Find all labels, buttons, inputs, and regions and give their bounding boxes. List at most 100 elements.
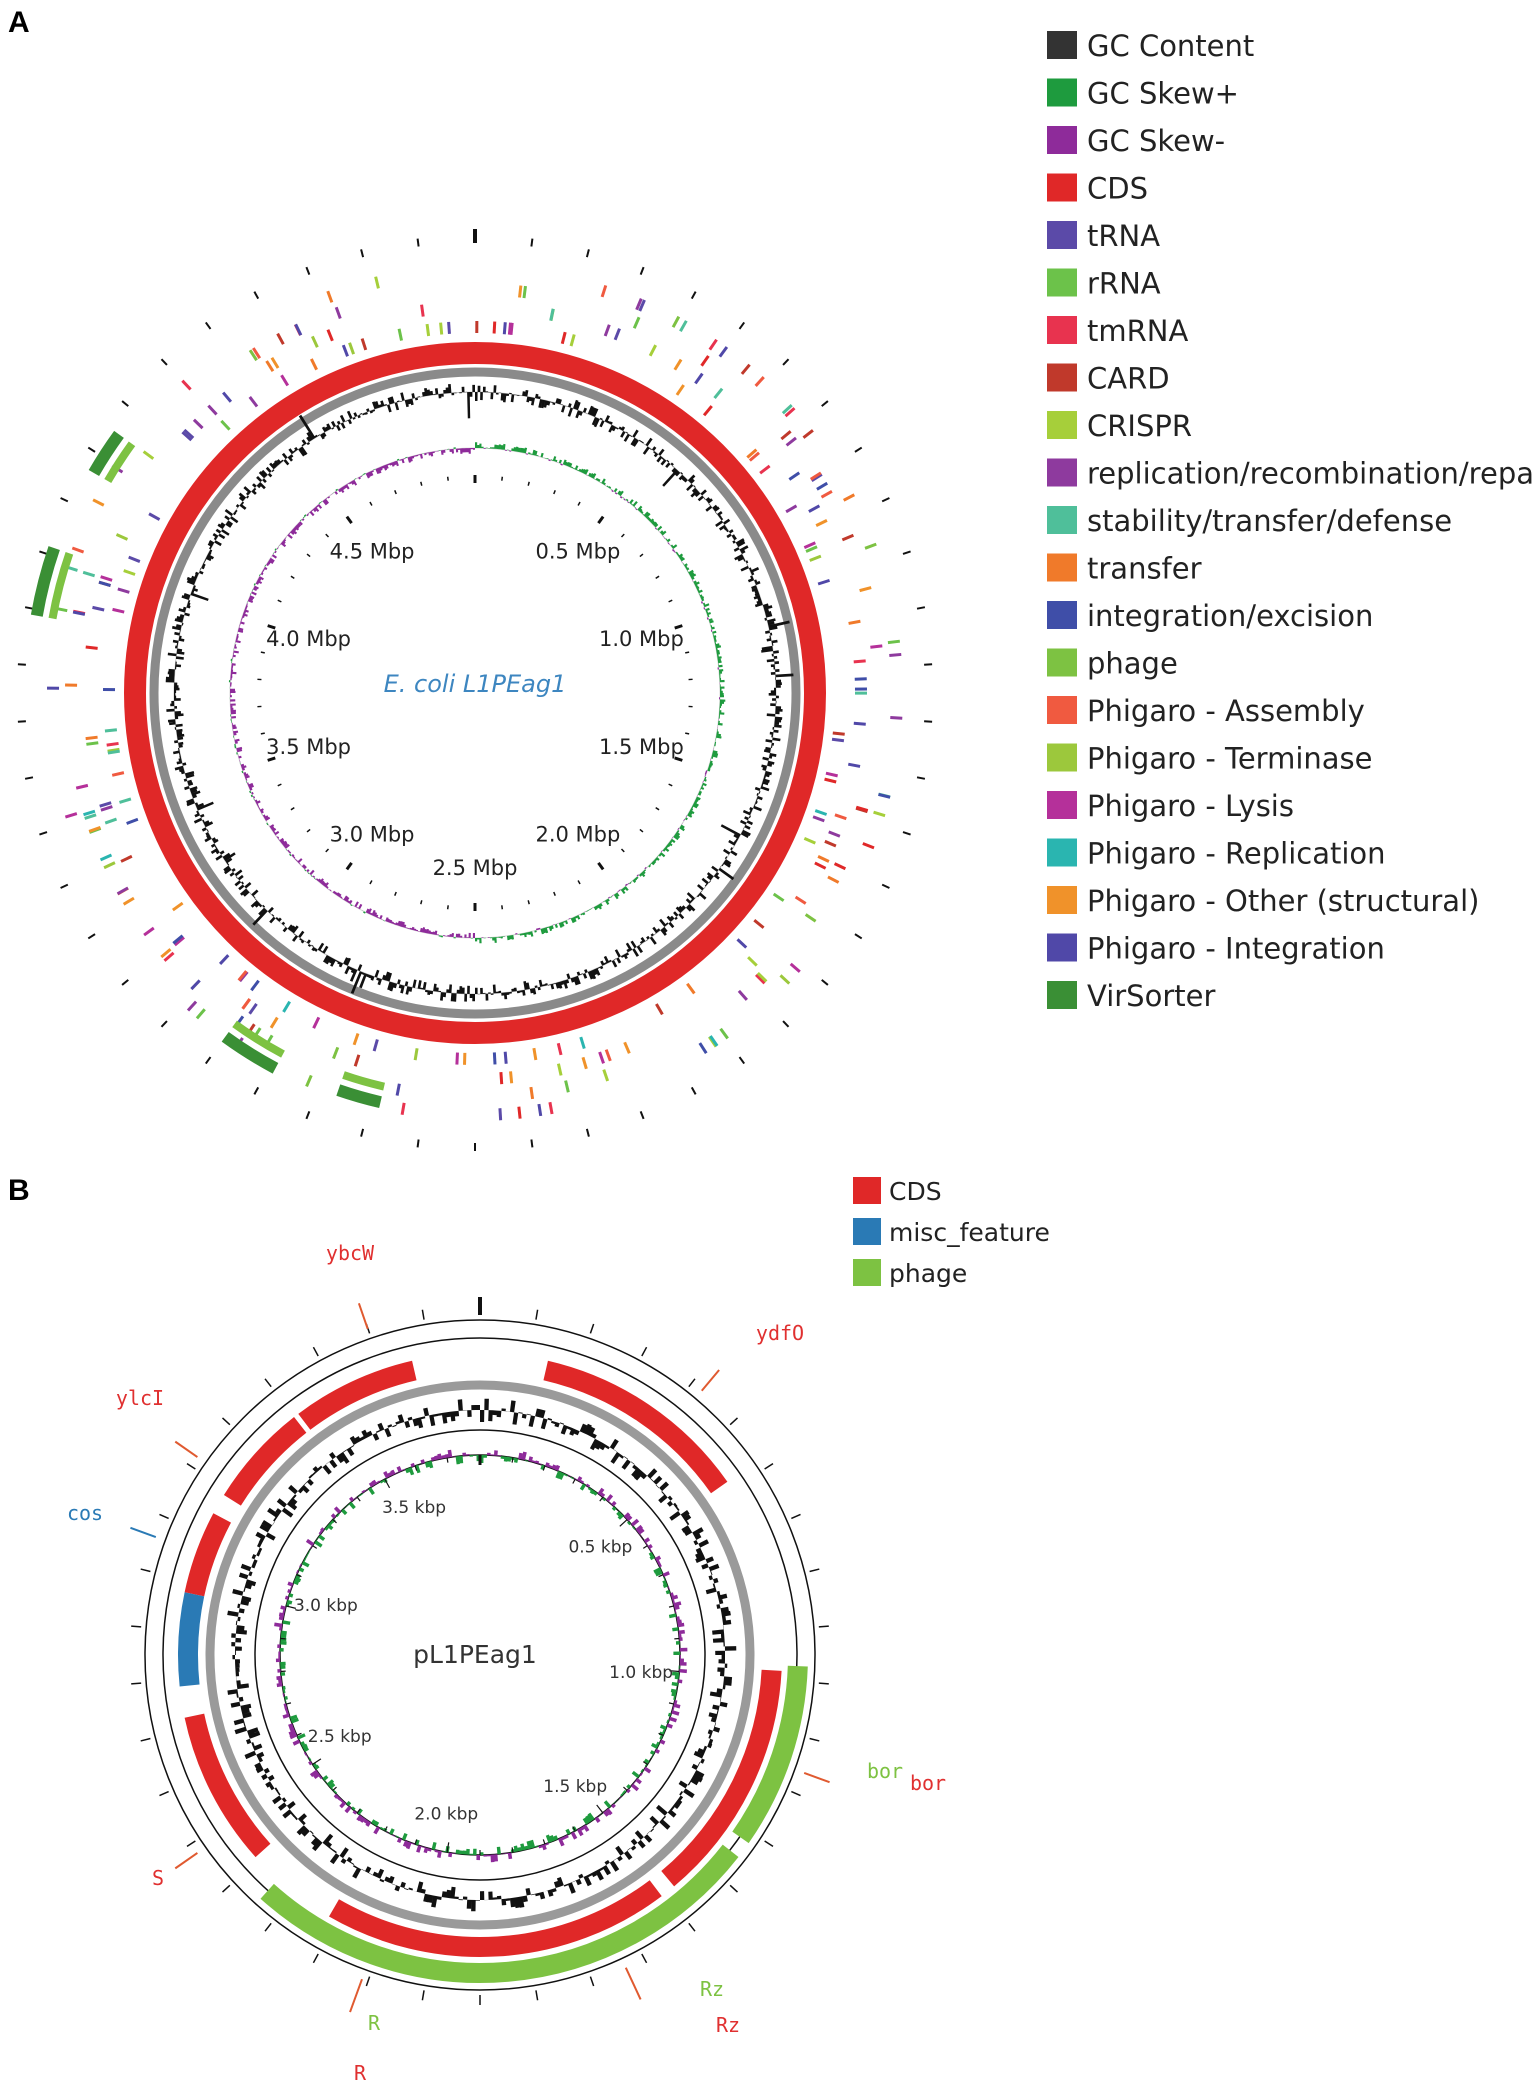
a-feature-mark [564,1080,570,1093]
a-feature-mark [128,555,141,563]
a-legend-swatch [1047,648,1077,677]
a-feature-mark [143,926,155,937]
a-feature-mark [75,783,89,790]
b-gene-leader-line [803,1772,830,1784]
b-outer-tick [791,1513,801,1520]
a-feature-mark [395,1083,401,1096]
a-scale-tick [674,756,683,762]
a-virsorter-region [221,1031,279,1074]
b-outer-tick [312,1346,319,1357]
a-feature-mark [825,771,838,778]
a-feature-mark [183,428,195,440]
b-outer-tick [818,1625,829,1628]
a-scale-tick [668,599,673,603]
a-outer-tick [782,358,790,366]
a-outer-tick [881,497,890,503]
a-prophage-features [232,1020,285,1058]
a-outer-tick [416,1139,420,1148]
a-legend-swatch [1047,601,1077,629]
b-outer-tick [186,1840,196,1848]
a-feature-mark [812,815,825,823]
a-scale-tick [394,891,397,896]
a-legend-label: Phigaro - Other (structural) [1087,884,1479,918]
panel-b-plasmid-name: pL1PEag1 [413,1640,537,1669]
a-legend-swatch [1047,411,1077,439]
a-outer-tick [738,1056,746,1065]
a-feature-mark [834,813,847,821]
a-outer-tick [87,933,96,940]
a-feature-mark [522,285,527,299]
a-outer-tick [854,933,863,940]
b-outer-tick [729,1417,739,1426]
a-feature-mark [294,323,303,336]
a-feature-mark [269,1016,279,1029]
a-feature-mark [71,546,85,554]
b-gene-label: bor [867,1759,903,1783]
b-outer-tick [818,1682,829,1685]
a-scale-tick [501,905,504,910]
a-feature-mark [241,998,251,1010]
b-cds-arc [184,1513,232,1597]
a-outer-tick [305,266,311,275]
a-outer-tick [24,606,34,610]
a-outer-tick [902,831,911,836]
a-legend-label: tmRNA [1087,314,1188,348]
a-scale-tick [260,651,265,654]
a-scale-tick [446,905,449,910]
a-prophage-features [342,1071,386,1091]
a-prophage-features [48,551,74,620]
a-scale-tick [668,783,673,787]
a-feature-mark [814,861,827,870]
a-outer-tick [160,1020,168,1028]
a-outer-tick [17,663,26,666]
a-virsorter-region [30,546,60,617]
b-gc-skew-frame-outer [254,1429,706,1881]
b-gene-leader-line [700,1369,720,1392]
b-gene-label: R [368,2011,381,2035]
b-outer-tick [764,1840,774,1848]
a-feature-mark [326,290,334,303]
a-feature-mark [502,322,507,335]
a-feature-mark [870,644,883,649]
a-feature-mark [719,1027,729,1040]
a-feature-mark [86,741,99,746]
a-virsorter-region [336,1084,382,1109]
b-gene-label: ybcW [326,1241,375,1265]
b-legend-label: misc_feature [889,1218,1050,1247]
a-feature-mark [748,451,760,462]
a-feature-mark [878,792,891,799]
a-feature-mark [785,436,797,447]
b-inner-tick [356,1496,361,1502]
a-outer-tick [24,776,34,780]
a-scale-tick [369,501,373,506]
b-outer-tick [131,1625,142,1628]
a-feature-mark [754,973,766,985]
a-feature-mark [827,875,840,884]
a-feature-mark [311,335,319,348]
a-feature-mark [82,570,96,578]
b-inner-tick [285,1702,292,1705]
b-outer-tick [809,1737,820,1742]
a-legend-label: GC Content [1087,29,1254,63]
a-feature-mark [420,304,425,317]
a-legend-label: replication/recombination/repair [1087,457,1535,491]
b-inner-tick [384,1826,388,1832]
a-outer-tick [530,238,534,247]
a-feature-mark [549,308,555,321]
a-outer-tick [639,266,645,275]
a-legend-swatch [1047,173,1077,202]
a-legend-swatch [1047,886,1077,914]
a-feature-mark [602,1069,610,1082]
a-outer-tick [39,550,48,555]
b-inner-tick [599,1496,604,1502]
a-scale-tick [577,501,581,506]
b-outer-tick [186,1462,196,1470]
b-outer-tick [221,1417,231,1426]
b-inner-tick [542,1465,546,1471]
a-feature-mark [890,715,903,720]
a-feature-mark [859,586,872,593]
a-legend-label: CRISPR [1087,409,1192,443]
